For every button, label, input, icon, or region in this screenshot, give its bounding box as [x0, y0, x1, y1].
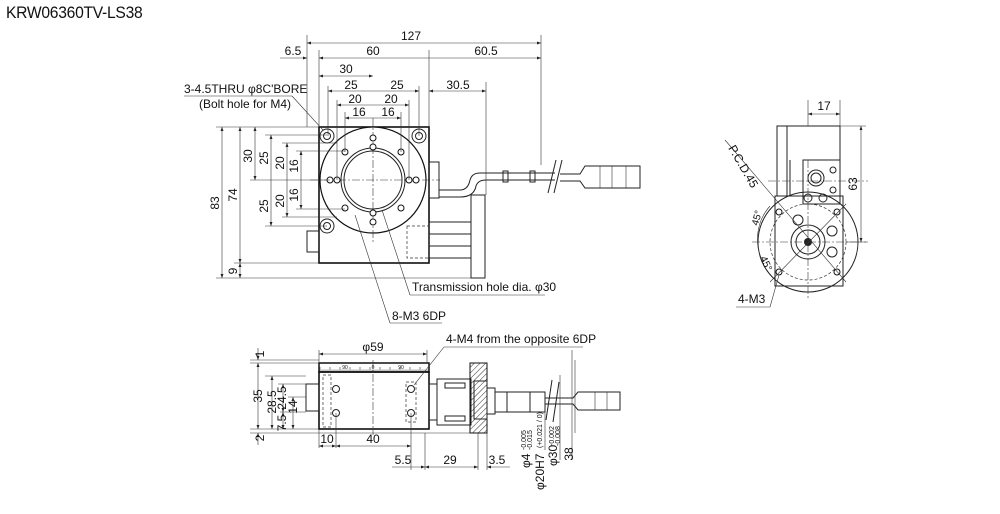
bolt-hole-note: (Bolt hole for M4)	[199, 97, 291, 111]
dim-83: 83	[208, 196, 222, 210]
dim-40: 40	[366, 432, 380, 446]
drawing-title: KRW06360TV-LS38	[6, 3, 143, 22]
dim-25-right: 25	[390, 78, 404, 92]
m4-holes	[332, 385, 415, 417]
angle-top: 45°	[750, 209, 765, 226]
bolt-hole-callout: 3-4.5THRU φ8C'BORE	[184, 82, 307, 96]
transmission-hole-callout: Transmission hole dia. φ30	[412, 280, 556, 294]
dim-20-left: 20	[348, 92, 362, 106]
cable-connector-front	[560, 391, 621, 411]
dim-20-right: 20	[384, 92, 398, 106]
break-line	[552, 381, 560, 423]
top-view: 127 6.5 60 60.5 30 25 25 20 20 16 16 30.…	[184, 29, 641, 324]
pcd-callout: P.C.D.45	[725, 143, 761, 191]
tol-lower: -0.015	[527, 430, 534, 450]
cable-connector	[560, 165, 641, 189]
scale-mark: 90	[398, 365, 404, 371]
m4-callout: 4-M4 from the opposite 6DP	[446, 332, 596, 346]
dim-30-5: 30.5	[446, 78, 470, 92]
dim-60: 60	[366, 44, 380, 58]
dim-3-5: 3.5	[489, 453, 506, 467]
cable	[439, 179, 555, 198]
dim-25-top: 25	[257, 151, 271, 165]
dim-phi59: φ59	[362, 340, 383, 354]
dim-10: 10	[320, 432, 334, 446]
leader-line	[413, 346, 445, 386]
motor-body	[494, 391, 546, 413]
dim-63: 63	[846, 177, 860, 191]
dimension-lines	[280, 35, 542, 195]
front-view: 90 0 90	[250, 332, 621, 490]
side-view: 17 63 P.C.D.45 45° 45° 4-M3	[724, 99, 868, 308]
cable-clip	[502, 170, 509, 183]
dim-1: 1	[253, 350, 267, 357]
cable-gland	[428, 161, 440, 199]
dim-74: 74	[226, 188, 240, 202]
dim-30: 30	[339, 62, 353, 76]
leader-line	[381, 209, 411, 296]
bore-tol: (+0.021 / 0)	[537, 412, 544, 448]
tol-upper: -0.005	[521, 430, 528, 450]
cable-clip	[529, 170, 536, 183]
tol-lower: -0.008	[555, 426, 562, 446]
dim-35: 35	[251, 389, 265, 403]
scale-ticks	[319, 367, 429, 372]
break-line	[547, 159, 557, 194]
dim-127: 127	[401, 29, 421, 43]
m3-holes-side	[775, 208, 841, 276]
dimension-lines	[250, 348, 576, 470]
dim-16-top: 16	[287, 159, 301, 173]
gearbox	[802, 159, 841, 205]
dim-phi4: φ4	[519, 453, 533, 468]
hidden-worm	[406, 225, 430, 259]
dim-6-5: 6.5	[285, 44, 302, 58]
dimension-lines	[216, 126, 471, 279]
dim-38: 38	[562, 447, 576, 461]
dim-2: 2	[253, 434, 267, 441]
dim-7-5: 7.5	[275, 414, 289, 431]
dim-29: 29	[443, 453, 457, 467]
dim-25-left: 25	[344, 78, 358, 92]
dim-16-left: 16	[352, 105, 366, 119]
worm-housing-front	[436, 378, 472, 426]
tapped-holes-callout: 8-M3 6DP	[392, 309, 446, 323]
motor-plate-section	[469, 362, 488, 434]
stage-body-front	[318, 371, 430, 430]
dim-30-v: 30	[241, 149, 255, 163]
dim-60-5: 60.5	[474, 44, 498, 58]
dim-28-5: 28.5	[265, 390, 279, 414]
dim-24-5: 24.5	[275, 386, 289, 410]
leader-line	[769, 274, 780, 308]
tol-upper: -0.002	[549, 426, 556, 446]
worm-housing	[428, 221, 472, 259]
clamp-knob-side	[305, 383, 320, 412]
shaft-dia-dim: φ4 -0.005 -0.015	[519, 430, 534, 468]
break-line	[553, 159, 563, 194]
scale-mark: 90	[342, 365, 348, 371]
dimension-lines	[757, 100, 866, 263]
leader-line	[291, 95, 324, 131]
dim-25-bottom: 25	[257, 199, 271, 213]
bore-dia-dim: φ20H7 (+0.021 / 0)	[533, 412, 547, 490]
cable	[439, 172, 555, 191]
spigot-dia-dim: φ30 -0.002 -0.008	[546, 426, 562, 466]
clamp-knob	[306, 230, 320, 253]
motor-plate	[470, 194, 486, 279]
m3-callout: 4-M3	[738, 292, 766, 306]
dim-phi30: φ30	[546, 445, 560, 466]
break-line	[545, 379, 553, 421]
dim-16-bottom: 16	[287, 188, 301, 202]
angle-bottom: 45°	[757, 255, 773, 273]
dim-phi20h7: φ20H7	[533, 453, 547, 490]
dim-14: 14	[286, 400, 300, 414]
dim-17: 17	[817, 99, 831, 113]
dim-5-5: 5.5	[395, 453, 412, 467]
dim-16-right: 16	[381, 105, 395, 119]
motor-housing	[776, 125, 841, 197]
dim-9: 9	[226, 267, 240, 274]
dim-20-top: 20	[273, 156, 287, 170]
leader-line	[354, 214, 391, 324]
dim-20-bottom: 20	[273, 194, 287, 208]
